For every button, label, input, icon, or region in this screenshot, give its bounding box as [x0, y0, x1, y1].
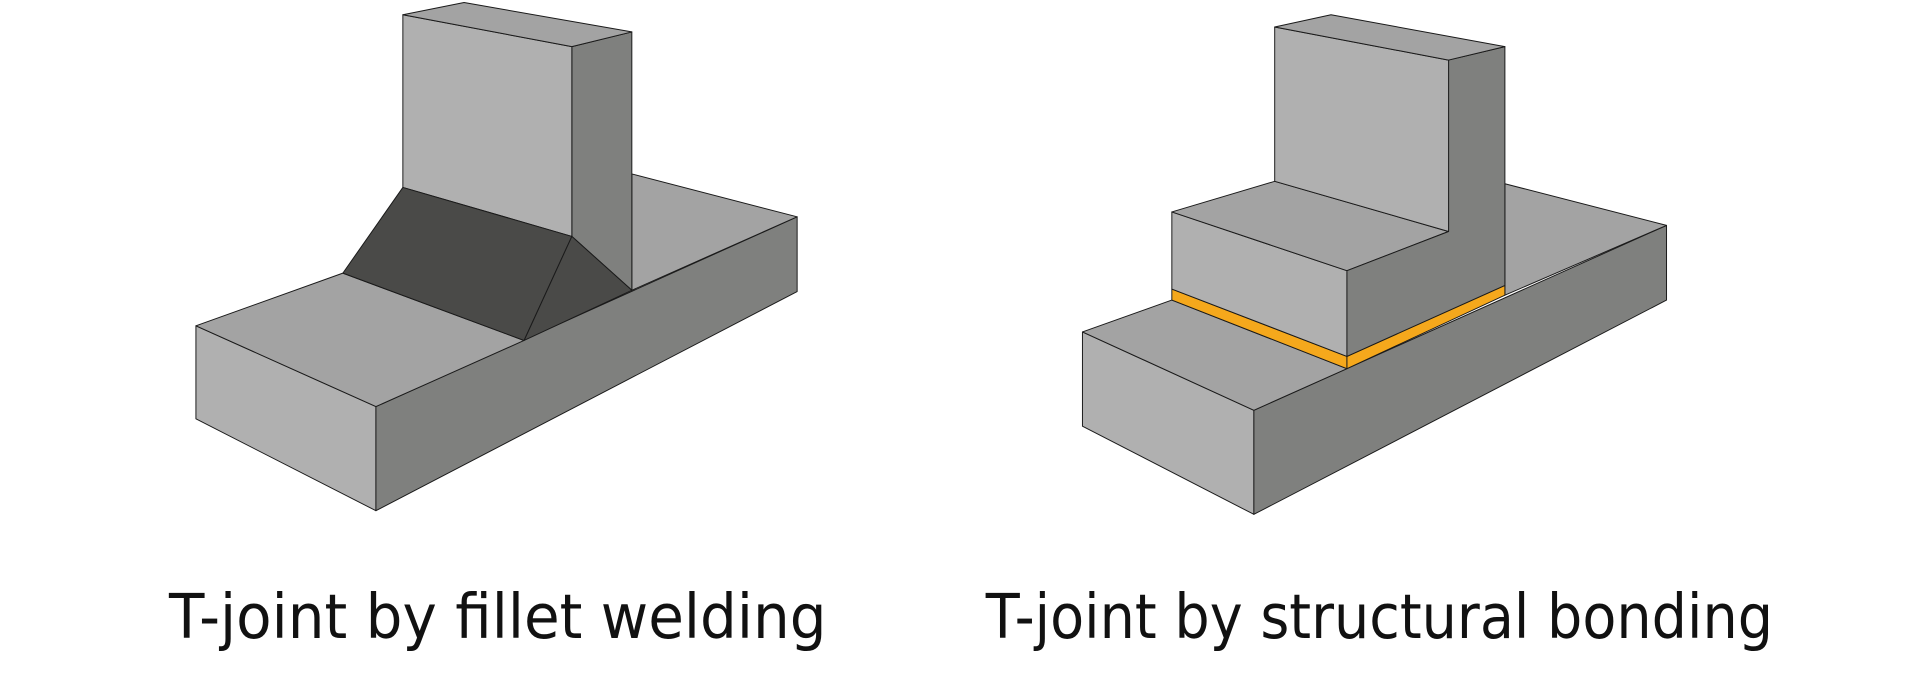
caption-fillet-welding: T-joint by fillet welding: [168, 582, 826, 653]
weld-bead-side: [523, 235, 633, 341]
base-side-face: [1253, 224, 1668, 515]
upright-top-face: [1274, 14, 1506, 61]
caption-structural-bonding: T-joint by structural bonding: [985, 582, 1773, 653]
base-side-face: [375, 216, 798, 512]
structural-bond-joint: [1081, 14, 1668, 515]
fillet-weld-joint: [195, 2, 798, 512]
upright-top-face: [402, 2, 633, 48]
